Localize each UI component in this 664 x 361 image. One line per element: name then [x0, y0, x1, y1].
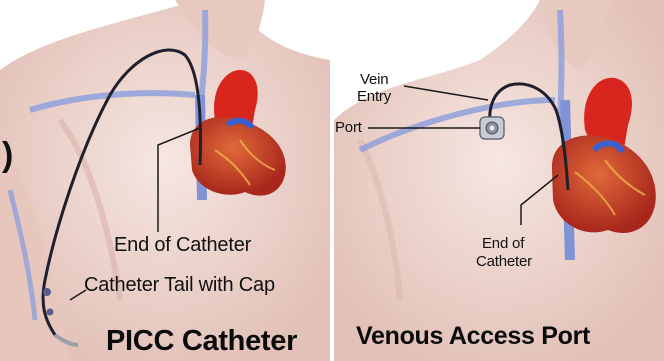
label-vein-entry-line2: Entry	[357, 89, 391, 105]
label-catheter-tail-with-cap: Catheter Tail with Cap	[84, 274, 275, 297]
label-vein-entry-line1: Vein	[360, 72, 388, 88]
port-device	[480, 117, 504, 139]
label-end-of-catheter: End of Catheter	[114, 234, 251, 257]
picc-cap-2	[47, 309, 54, 316]
label-end-of-catheter-line1: End of	[482, 236, 524, 252]
left-panel-title: PICC Catheter	[106, 325, 297, 358]
picc-cap	[43, 288, 51, 296]
label-end-of-catheter-line2: Catheter	[476, 254, 532, 270]
right-panel-title: Venous Access Port	[356, 322, 590, 351]
label-port: Port	[335, 120, 362, 136]
edge-parenthesis: )	[2, 136, 13, 175]
